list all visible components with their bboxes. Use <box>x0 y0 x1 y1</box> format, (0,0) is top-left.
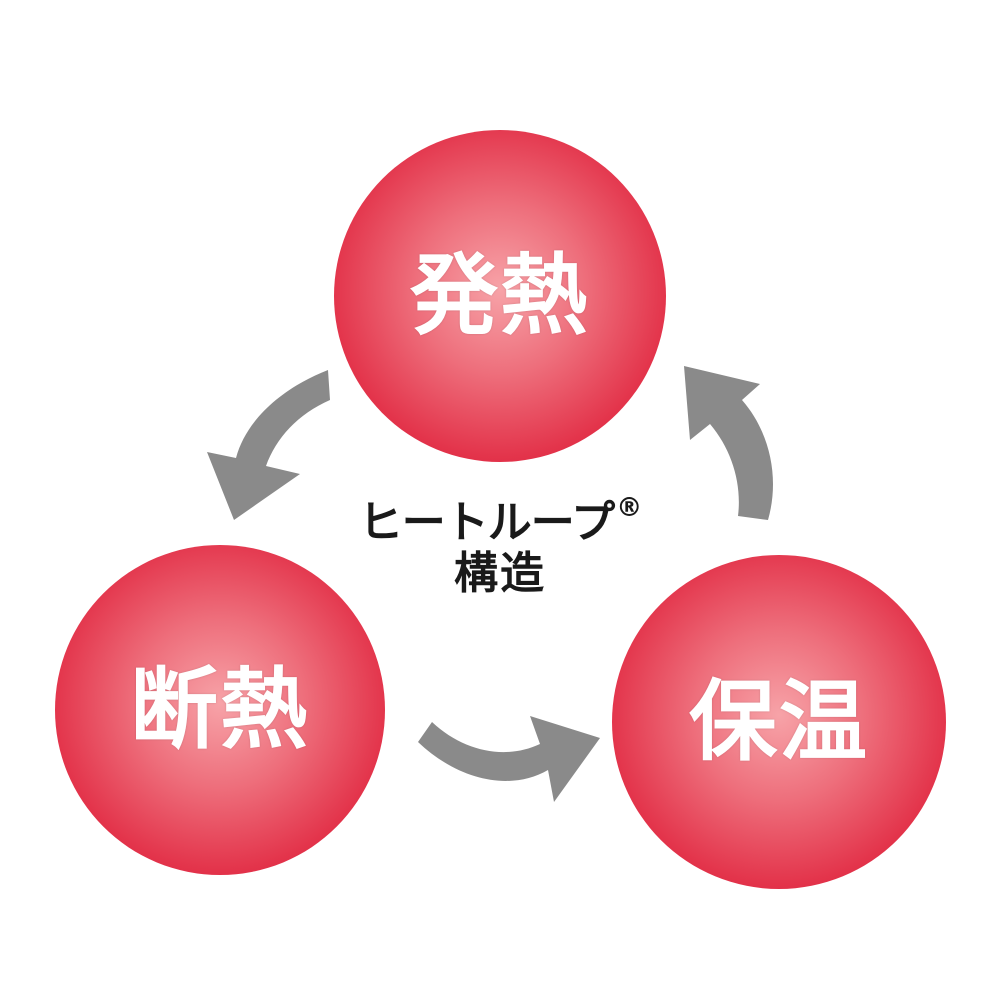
node-heat-retention-label: 保温 <box>688 670 869 773</box>
node-heat-generation-label: 発熱 <box>409 244 590 347</box>
arrow-right-to-top-icon <box>684 366 773 520</box>
center-title: ヒートループ® 構造 <box>300 493 700 599</box>
node-heat-retention: 保温 <box>612 555 946 889</box>
node-insulation: 断熱 <box>55 545 385 875</box>
node-heat-generation: 発熱 <box>334 130 666 462</box>
arrow-top-to-left-icon <box>207 370 330 520</box>
registered-mark: ® <box>616 493 642 523</box>
center-title-main: ヒートループ <box>358 497 615 548</box>
node-insulation-label: 断熱 <box>129 658 310 761</box>
center-title-line1: ヒートループ® <box>300 493 700 549</box>
center-title-line2: 構造 <box>454 547 546 599</box>
arrow-left-to-right-icon <box>418 716 600 802</box>
